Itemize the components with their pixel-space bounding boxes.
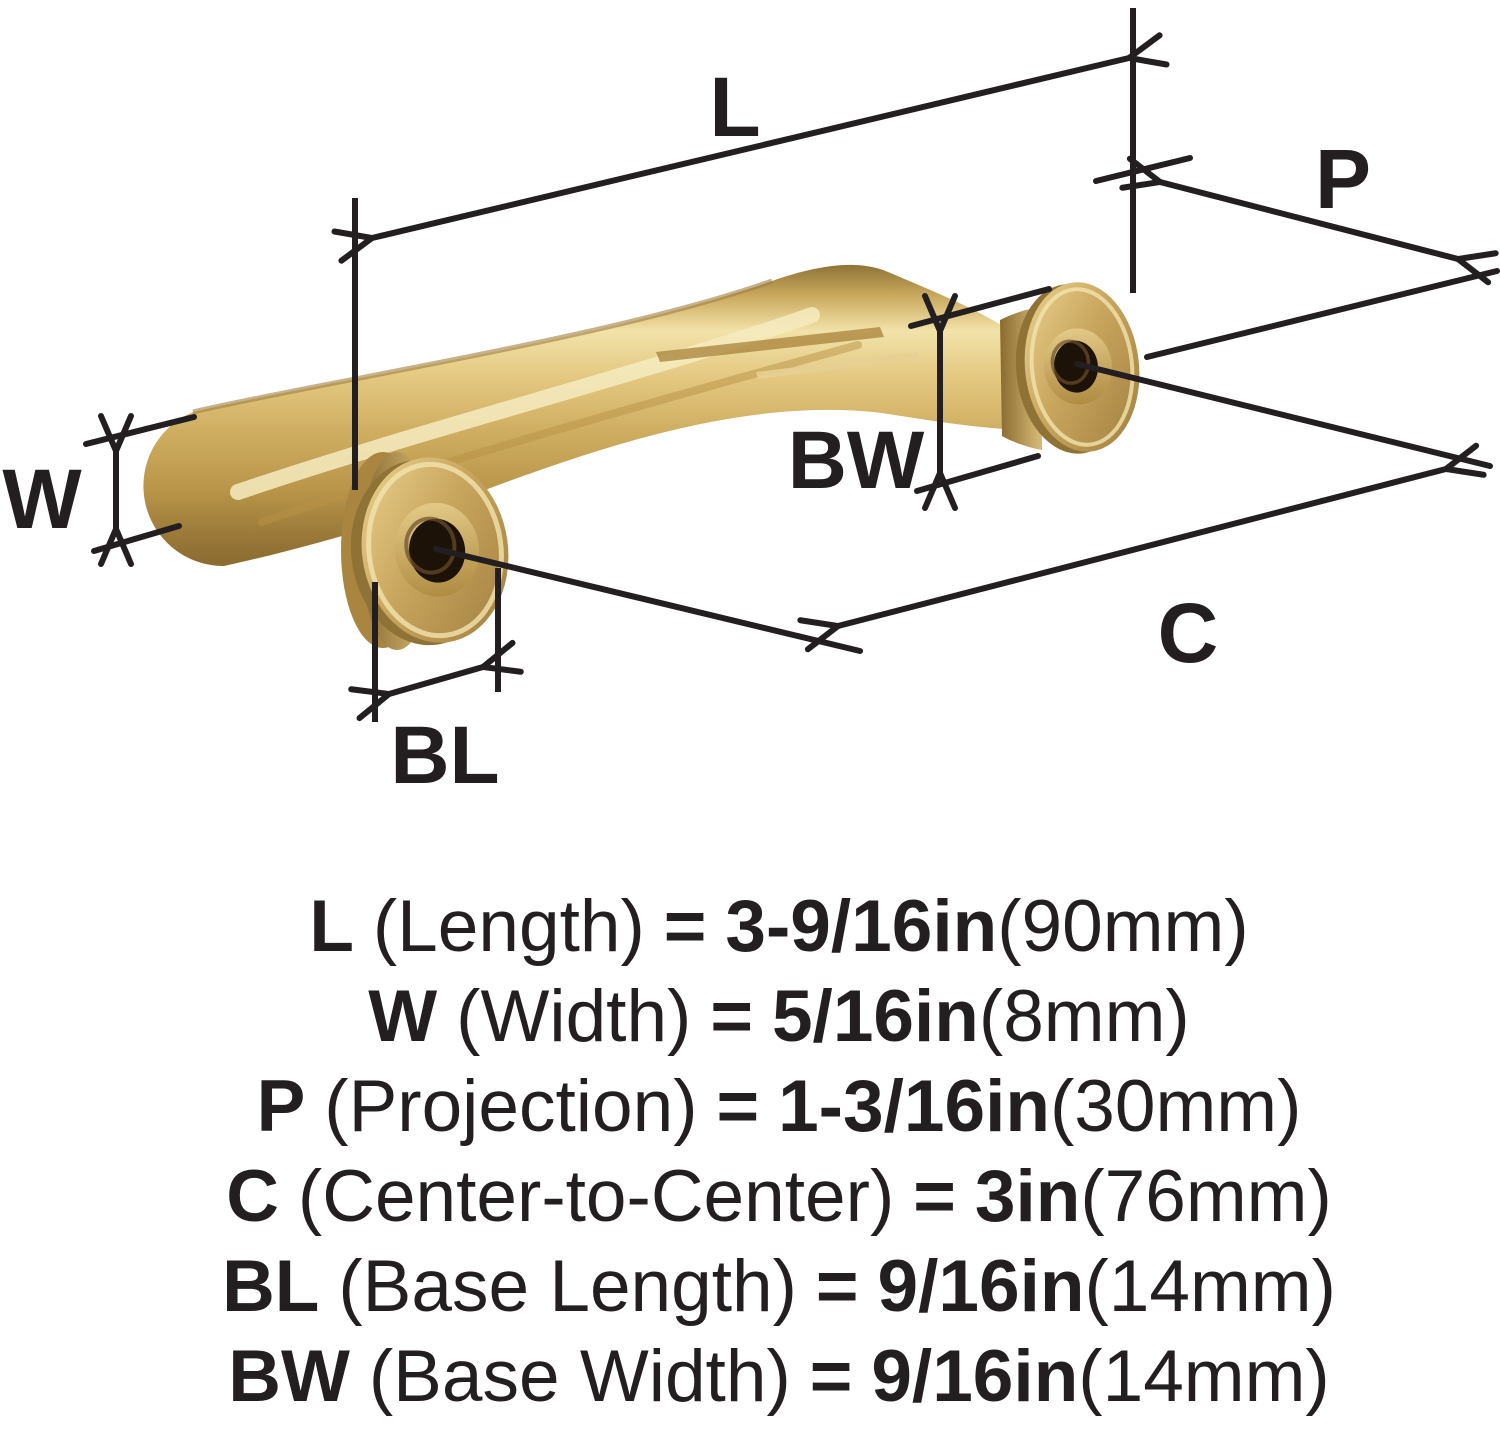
legend-metric: (90mm) — [997, 886, 1249, 967]
left-base-hole-highlight — [404, 516, 457, 575]
c-extension-right — [1074, 361, 1493, 469]
equals-sign: = — [913, 1156, 956, 1237]
p-tick — [1093, 155, 1193, 184]
dimension-legend: L(Length)=3-9/16in(90mm) W(Width)=5/16in… — [0, 882, 1500, 1422]
legend-abbr: P — [256, 1066, 306, 1147]
legend-value: 9/16in — [877, 1246, 1085, 1327]
legend-metric: (76mm) — [1080, 1156, 1332, 1237]
legend-name: (Projection) — [324, 1066, 698, 1147]
dim-label-L: L — [709, 60, 760, 154]
c-extension-left — [433, 546, 863, 654]
equals-sign: = — [815, 1246, 859, 1327]
pull-bar-top-edge — [192, 278, 773, 415]
legend-name: (Base Width) — [368, 1336, 791, 1417]
dim-label-W: W — [2, 452, 82, 546]
legend-metric: (8mm) — [978, 976, 1190, 1057]
pull-bar-shade-streak — [258, 341, 862, 526]
dimension-lines — [83, 8, 1500, 722]
pull-bar-reflection-dark — [656, 327, 884, 362]
legend-metric: (30mm) — [1049, 1066, 1302, 1147]
right-base-hole-highlight — [1050, 339, 1091, 385]
right-base — [1015, 282, 1140, 454]
p-extension — [1144, 268, 1500, 360]
legend-value: 3-9/16in — [725, 886, 998, 967]
legend-row-length: L(Length)=3-9/16in(90mm) — [0, 882, 1500, 972]
legend-abbr: W — [368, 976, 438, 1057]
legend-metric: (14mm) — [1078, 1336, 1330, 1417]
legend-row-projection: P(Projection)=1-3/16in(30mm) — [0, 1062, 1500, 1152]
legend-row-center-to-center: C(Center-to-Center)=3in(76mm) — [0, 1152, 1500, 1242]
legend-value: 5/16in — [771, 976, 979, 1057]
legend-name: (Length) — [372, 886, 645, 967]
equals-sign: = — [716, 1066, 760, 1147]
dim-label-P: P — [1315, 132, 1371, 226]
legend-value: 9/16in — [871, 1336, 1079, 1417]
equals-sign: = — [663, 886, 707, 967]
legend-metric: (14mm) — [1084, 1246, 1336, 1327]
legend-abbr: C — [226, 1156, 279, 1237]
legend-value: 3in — [974, 1156, 1081, 1237]
l-dimension-arrow — [372, 58, 1129, 238]
bl-dimension-arrow — [389, 667, 483, 694]
legend-row-width: W(Width)=5/16in(8mm) — [0, 972, 1500, 1062]
legend-abbr: BL — [222, 1246, 320, 1327]
legend-value: 1-3/16in — [778, 1066, 1050, 1147]
left-base-edge-highlight — [366, 461, 504, 639]
equals-sign: = — [710, 976, 753, 1057]
legend-row-base-width: BW(Base Width)=9/16in(14mm) — [0, 1332, 1500, 1422]
pull-bar-reflection-light — [756, 352, 920, 379]
legend-row-base-length: BL(Base Length)=9/16in(14mm) — [0, 1242, 1500, 1332]
legend-name: (Base Length) — [338, 1246, 797, 1327]
legend-abbr: L — [309, 886, 354, 967]
legend-name: (Center-to-Center) — [297, 1156, 895, 1237]
dim-label-BL: BL — [390, 710, 499, 801]
bw-tick-bottom — [914, 453, 1041, 494]
p-dimension-arrow — [1160, 182, 1458, 259]
dim-label-BW: BW — [788, 415, 925, 506]
legend-abbr: BW — [228, 1336, 350, 1417]
legend-name: (Width) — [456, 976, 692, 1057]
cabinet-pull-illustration — [143, 264, 1140, 650]
c-dimension-arrow — [838, 469, 1446, 626]
pull-bar-highlight — [230, 307, 820, 500]
equals-sign: = — [809, 1336, 853, 1417]
dim-label-C: C — [1158, 586, 1219, 680]
